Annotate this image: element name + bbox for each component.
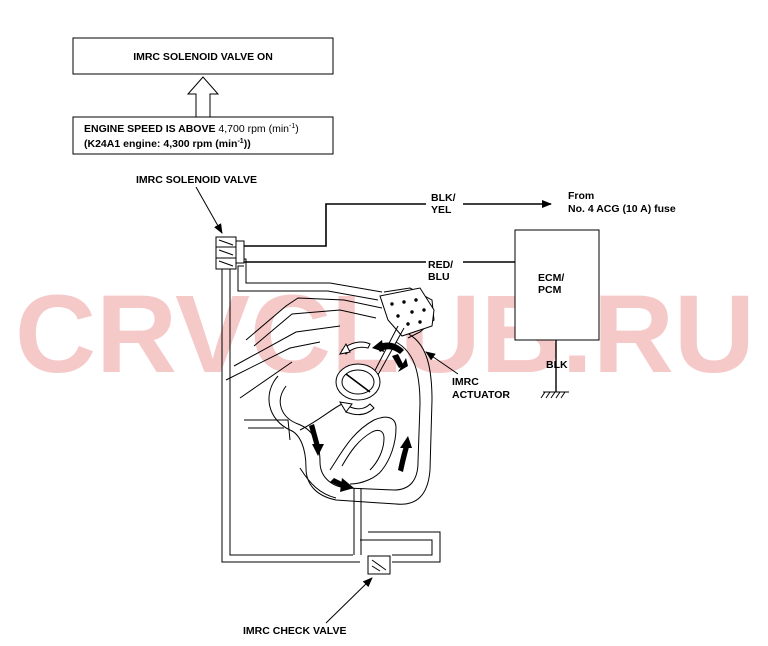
- solenoid-on-box: [72, 37, 334, 75]
- imrc-solenoid-valve: [215, 236, 245, 270]
- watermark: CRVCLUB.RU: [15, 273, 755, 396]
- wire-red-blu-label-a: RED/: [428, 259, 453, 271]
- condition-box: [72, 116, 334, 155]
- ground-wire-label: BLK: [546, 359, 568, 371]
- fuse-label-a: From: [568, 190, 594, 202]
- solenoid-valve-label: IMRC SOLENOID VALVE: [136, 174, 257, 186]
- wire-blk-yel-label-a: BLK/: [431, 192, 456, 204]
- ecm-pcm-box: [514, 229, 600, 341]
- up-arrow-icon: [186, 76, 220, 118]
- check-valve-label: IMRC CHECK VALVE: [243, 625, 346, 637]
- wire-blk-yel-label-b: YEL: [431, 204, 452, 216]
- wire-blk-yel: [244, 203, 426, 247]
- ground-icon: [540, 391, 569, 399]
- vacuum-hoses: [221, 258, 441, 563]
- condition-line-2: (K24A1 engine: 4,300 rpm (min-1)): [84, 138, 251, 150]
- imrc-check-valve: [367, 555, 391, 575]
- flow-arrows: [309, 340, 412, 492]
- wire-red-blu-label-b: BLU: [428, 271, 450, 283]
- actuator-label-b: ACTUATOR: [452, 389, 510, 401]
- solenoid-on-text: IMRC SOLENOID VALVE ON: [133, 51, 273, 63]
- ecm-label-a: ECM/: [538, 272, 564, 284]
- actuator-label-a: IMRC: [452, 376, 479, 388]
- open-flow-arrows: [338, 341, 375, 416]
- valve-disk: [335, 363, 381, 401]
- fuse-label-b: No. 4 ACG (10 A) fuse: [568, 203, 676, 215]
- condition-line-1: ENGINE SPEED IS ABOVE 4,700 rpm (min-1): [84, 123, 299, 135]
- ecm-label-b: PCM: [538, 284, 562, 296]
